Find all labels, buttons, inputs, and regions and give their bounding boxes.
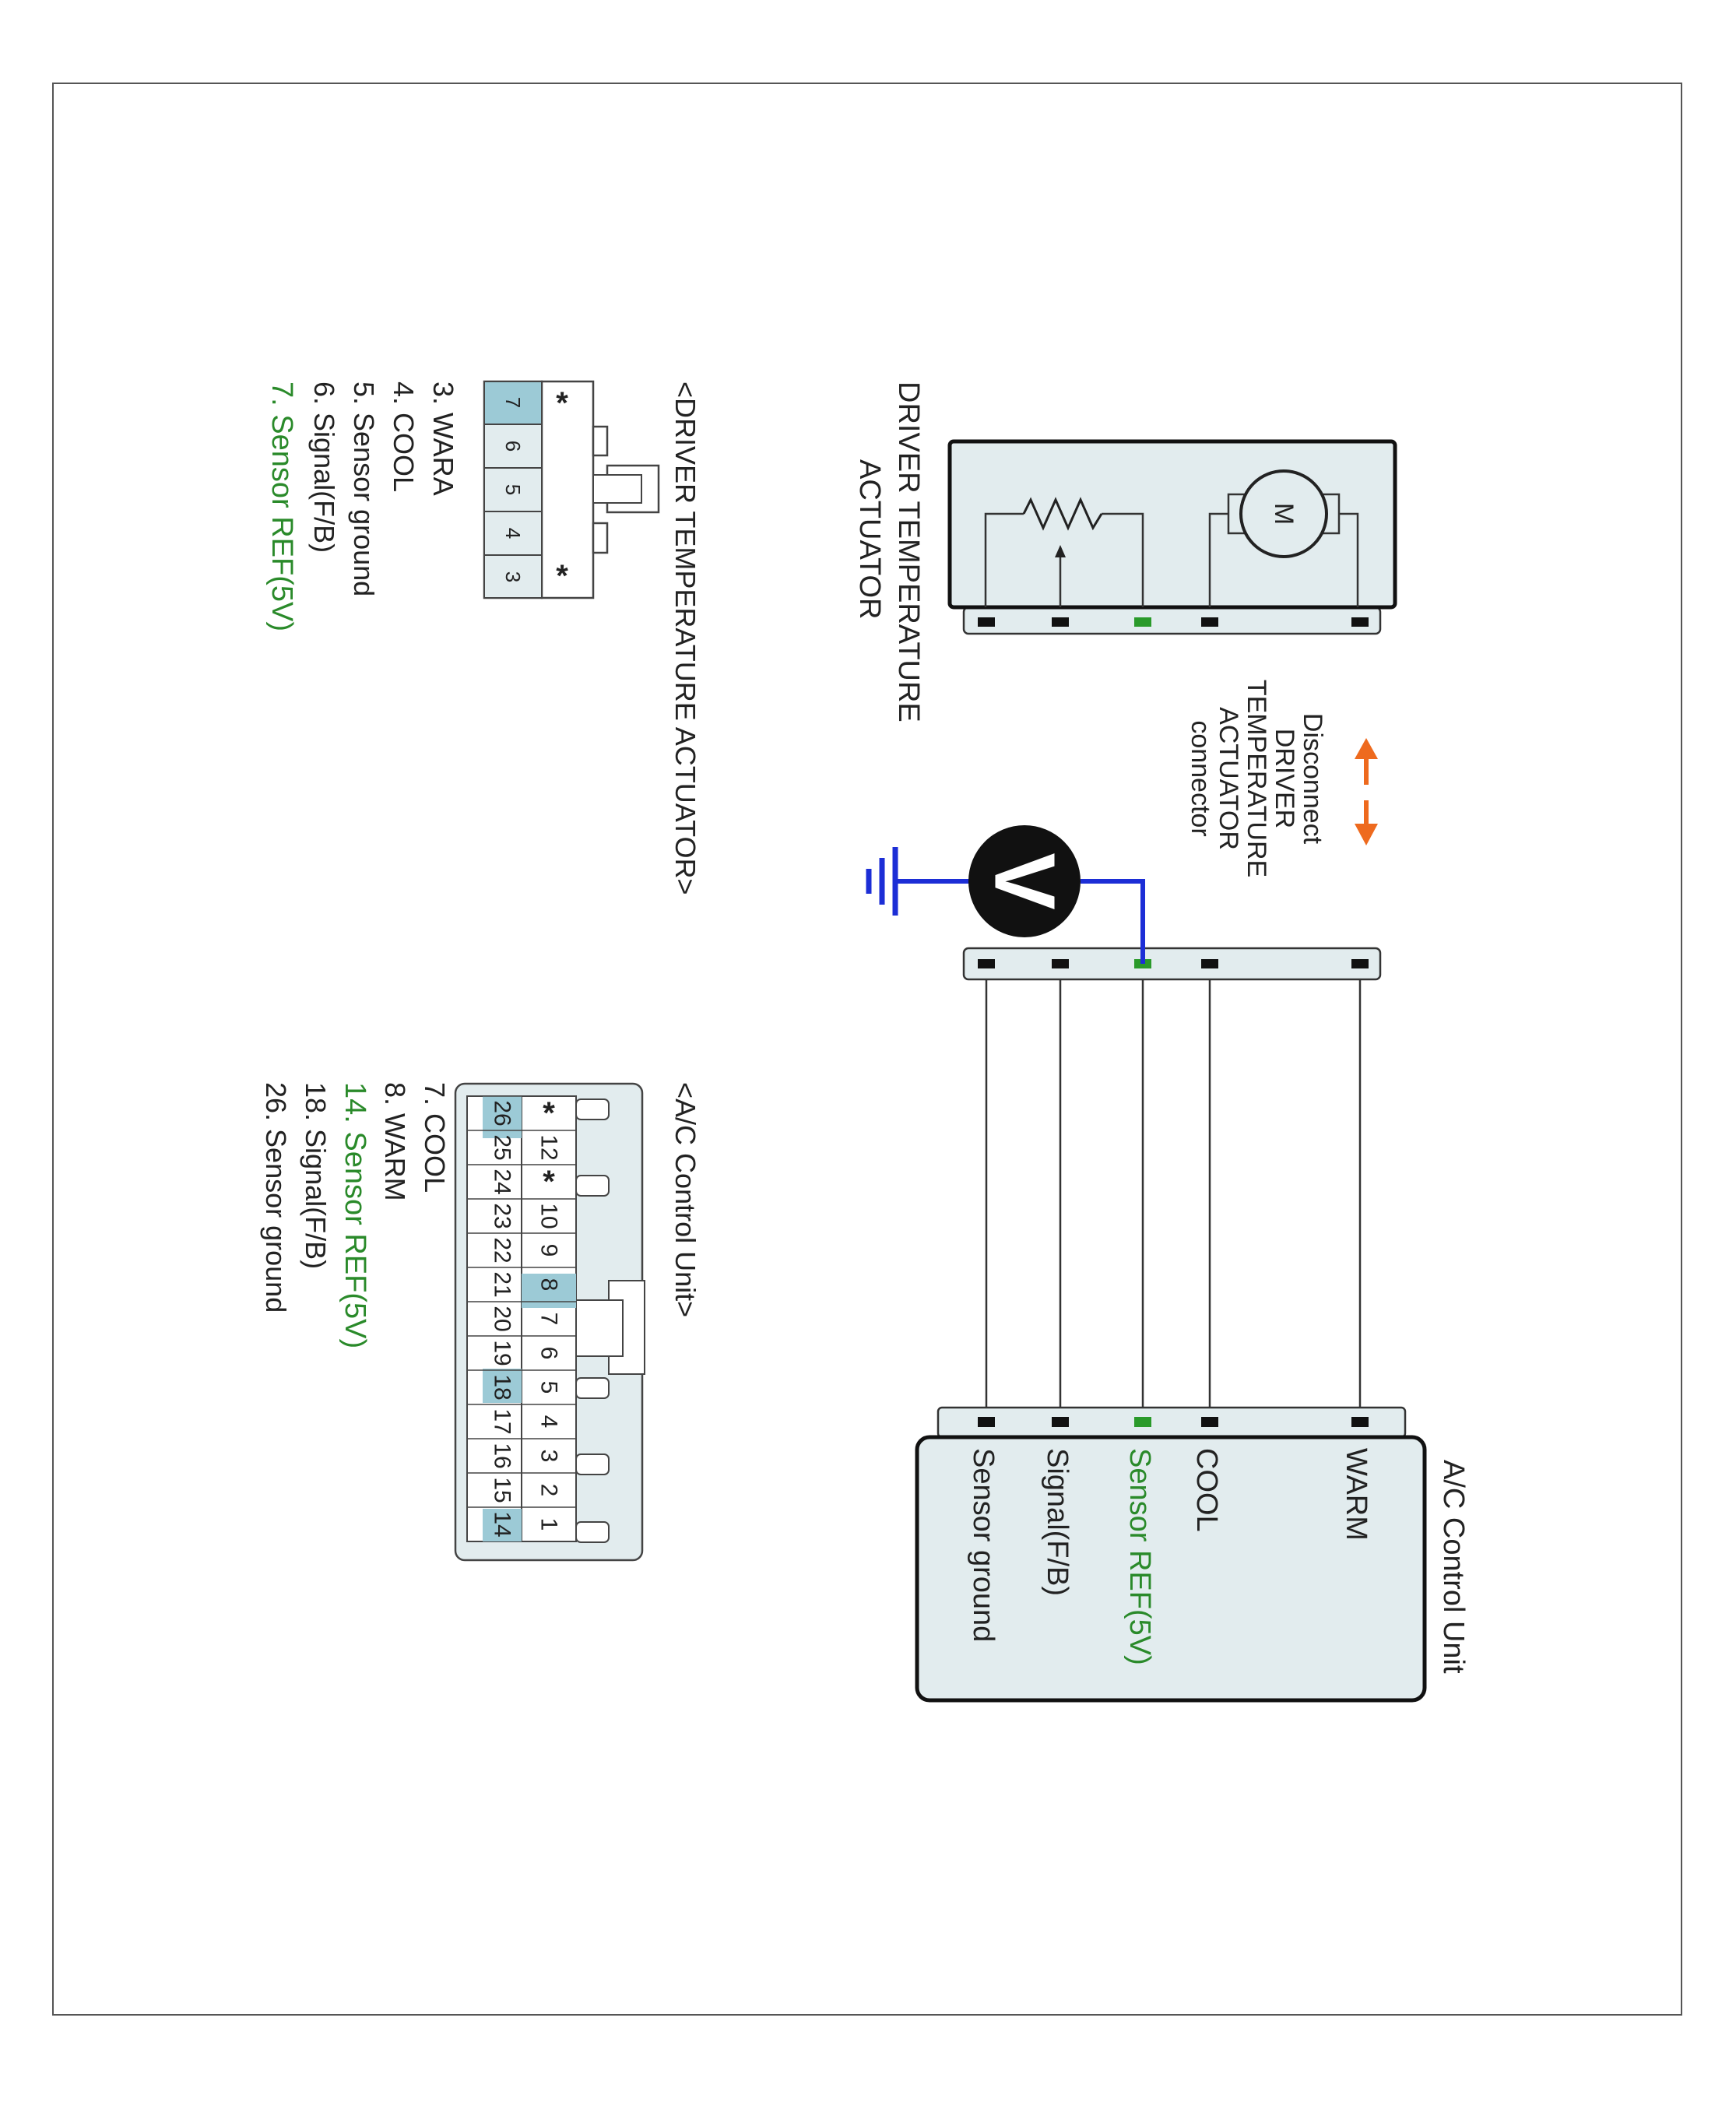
harness-pin — [978, 959, 995, 968]
control-connector-cell: 15 — [490, 1477, 515, 1503]
control-connector-cell: 3 — [536, 1450, 562, 1463]
actuator-connector-heading: <DRIVER TEMPERATURE ACTUATOR> — [669, 381, 701, 895]
control-connector-cell: 19 — [490, 1340, 515, 1366]
control-unit-connector-strip — [937, 1406, 1407, 1439]
control-connector-cell: 17 — [490, 1408, 515, 1434]
disconnect-arrow-icon — [1355, 738, 1378, 845]
control-connector-cell: 22 — [490, 1237, 515, 1263]
harness-pin — [1052, 959, 1069, 968]
disconnect-line3: TEMPERATURE — [1242, 680, 1271, 877]
control-connector-cell: 25 — [490, 1134, 515, 1160]
actuator-connector-cell: 6 — [501, 441, 525, 452]
control-connector-cell: 26 — [490, 1100, 515, 1126]
control-connector-cell: 7 — [536, 1313, 562, 1326]
actuator-legend-item: 5. Sensor ground — [348, 381, 380, 596]
actuator-block — [947, 439, 1397, 635]
harness-connector-strip — [962, 947, 1382, 981]
actuator-connector-cell: 7 — [501, 397, 525, 408]
control-unit-pin — [1052, 1417, 1069, 1427]
actuator-legend-item: 3. WARA — [427, 381, 459, 496]
actuator-connector-star: * — [556, 559, 568, 593]
actuator-pin — [1351, 617, 1369, 627]
control-connector-cell: 14 — [490, 1511, 515, 1537]
actuator-legend-item: 6. Signal(F/B) — [308, 381, 340, 553]
actuator-connector-face — [483, 380, 660, 599]
actuator-connector-cell: 5 — [501, 484, 525, 495]
control-legend-item: 7. COOL — [419, 1082, 451, 1193]
harness-pin — [1201, 959, 1218, 968]
control-unit-body — [915, 1435, 1427, 1703]
disconnect-line1: Disconnect — [1298, 713, 1327, 845]
control-connector-cell: 1 — [536, 1518, 562, 1531]
control-connector-cell: 20 — [490, 1306, 515, 1331]
control-connector-cell: 6 — [536, 1347, 562, 1360]
motor-symbol: M — [1269, 503, 1298, 525]
control-unit-title: A/C Control Unit — [1437, 1460, 1470, 1674]
control-unit-pin — [978, 1417, 995, 1427]
control-connector-cell: 12 — [536, 1134, 562, 1160]
control-connector-cell: 9 — [536, 1244, 562, 1257]
control-unit-pin-label: COOL — [1190, 1448, 1223, 1532]
voltmeter-icon — [968, 825, 1081, 937]
control-connector-cell: 5 — [536, 1381, 562, 1394]
actuator-title-line1: DRIVER TEMPERATURE — [892, 381, 925, 722]
actuator-pin-sensor-ref — [1134, 617, 1151, 627]
control-connector-cell: 8 — [536, 1278, 562, 1292]
control-connector-cell: 18 — [490, 1374, 515, 1400]
disconnect-line4: ACTUATOR — [1214, 707, 1243, 850]
control-legend-item: 14. Sensor REF(5V) — [339, 1082, 371, 1348]
actuator-connector-strip — [962, 606, 1382, 635]
control-connector-heading: <A/C Control Unit> — [669, 1082, 701, 1317]
control-connector-cell: * — [543, 1165, 555, 1199]
actuator-pin — [978, 617, 995, 627]
control-legend-item: 18. Signal(F/B) — [300, 1082, 332, 1269]
control-unit-pin — [1201, 1417, 1218, 1427]
control-unit-pin-label: Sensor REF(5V) — [1123, 1448, 1156, 1665]
resistor-icon — [1022, 497, 1103, 531]
control-unit-pin-label: Sensor ground — [967, 1448, 1000, 1642]
control-connector-cell: 21 — [490, 1271, 515, 1297]
harness-pin — [1351, 959, 1369, 968]
control-unit-pin-label: WARM — [1340, 1448, 1372, 1541]
actuator-connector-cell: 3 — [501, 571, 525, 582]
control-unit-pin-label: Signal(F/B) — [1041, 1448, 1074, 1596]
actuator-connector-cell: 4 — [501, 528, 525, 539]
actuator-pin — [1052, 617, 1069, 627]
actuator-connector-star: * — [556, 386, 568, 420]
control-unit-pin-sensor-ref — [1134, 1417, 1151, 1427]
harness-wires — [985, 979, 1362, 1418]
disconnect-line5: connector — [1186, 720, 1215, 836]
probe-wire — [1081, 879, 1145, 964]
voltmeter-symbol: V — [977, 852, 1073, 909]
ground-icon — [866, 847, 898, 916]
disconnect-line2: DRIVER — [1270, 729, 1299, 828]
control-connector-face — [454, 1082, 645, 1562]
actuator-body — [947, 439, 1397, 610]
actuator-legend-item: 7. Sensor REF(5V) — [265, 381, 298, 631]
control-connector-cell: 10 — [536, 1203, 562, 1229]
actuator-legend-item: 4. COOL — [388, 381, 420, 492]
control-legend-item: 8. WARM — [379, 1082, 411, 1201]
control-connector-cell: 4 — [536, 1415, 562, 1429]
control-connector-cell: 24 — [490, 1169, 515, 1194]
control-legend-item: 26. Sensor ground — [260, 1082, 292, 1313]
control-connector-cell: 16 — [490, 1443, 515, 1468]
control-connector-cell: * — [543, 1096, 555, 1130]
actuator-title-line2: ACTUATOR — [853, 459, 886, 620]
actuator-pin — [1201, 617, 1218, 627]
motor-icon — [1239, 469, 1328, 558]
control-connector-cells: *12*109876543212625242322212019181716151… — [467, 1095, 576, 1538]
page-frame — [52, 83, 1682, 2016]
control-connector-cell: 23 — [490, 1203, 515, 1229]
control-unit-pin — [1351, 1417, 1369, 1427]
control-connector-cell: 2 — [536, 1484, 562, 1497]
